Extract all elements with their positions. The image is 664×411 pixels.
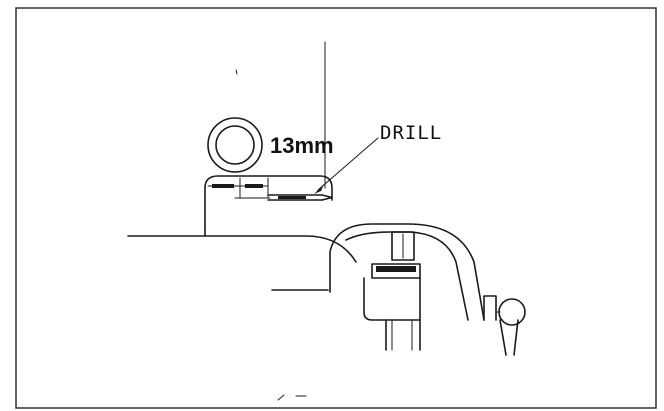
tube-section — [207, 117, 263, 173]
workbench — [127, 235, 357, 291]
clamped-workpiece — [363, 263, 421, 351]
dimension-label: 13mm — [270, 133, 334, 158]
drill-leader — [314, 137, 379, 194]
diagram-frame — [15, 7, 657, 409]
workpiece-block — [204, 175, 333, 237]
drill-bit — [267, 194, 333, 201]
dimension-marks — [207, 177, 271, 199]
drill-callout-label: DRILL — [380, 122, 442, 144]
vise-clamp — [329, 223, 485, 321]
vise-handle — [483, 295, 526, 356]
scan-marks — [235, 69, 307, 401]
